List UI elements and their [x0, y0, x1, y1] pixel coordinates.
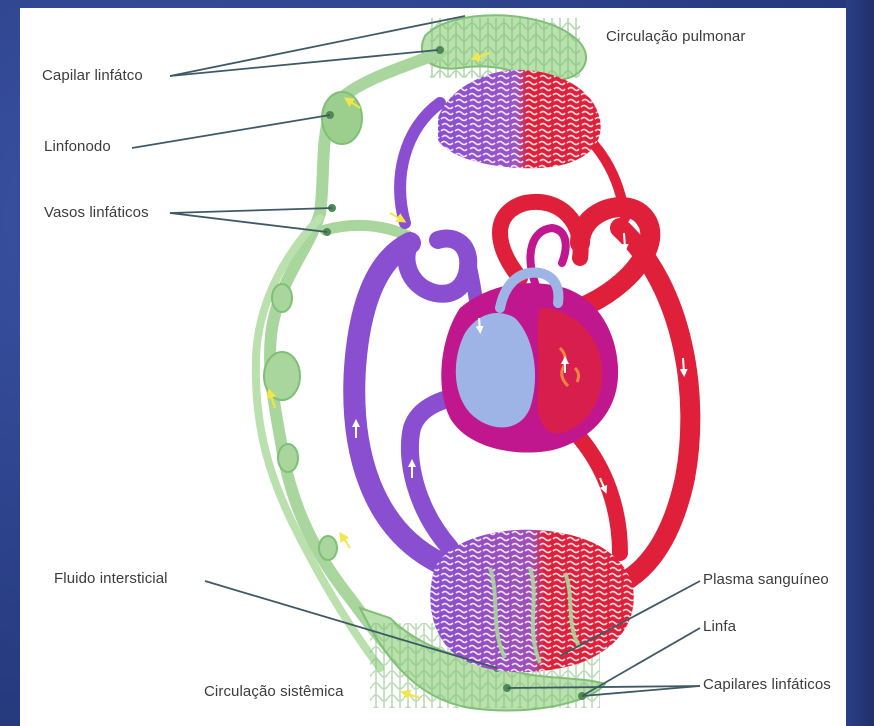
label-circulacao-sistemica: Circulação sistêmica	[204, 683, 344, 700]
label-linfonodo: Linfonodo	[44, 138, 111, 155]
right-background-strip	[846, 0, 874, 726]
lymph-node-middle	[264, 352, 300, 400]
systemic-capillary-bed	[430, 530, 633, 672]
label-capilares-linfaticos: Capilares linfáticos	[703, 676, 831, 693]
yellow-arrow-icon	[342, 536, 350, 548]
label-linfa: Linfa	[703, 618, 736, 635]
white-arrow-icon	[479, 318, 480, 330]
white-arrow-icon	[683, 358, 684, 373]
white-arrow-icon	[624, 233, 625, 248]
pulmonary-capillary-bed	[438, 70, 601, 168]
artery-inner-right	[580, 438, 620, 553]
label-circulacao-pulmonar: Circulação pulmonar	[606, 28, 745, 45]
vein-loop-top-left	[406, 239, 468, 294]
lymph-node-small-1	[272, 284, 292, 312]
lymph-node-small-3	[319, 536, 337, 560]
leader-vasos-2	[170, 213, 327, 232]
diagram-panel: Capilar linfátco Linfonodo Vasos linfáti…	[20, 8, 846, 726]
label-capilar-linfatico: Capilar linfátco	[42, 67, 143, 84]
lymph-net-texture	[430, 18, 580, 78]
lymph-node-small-2	[278, 444, 298, 472]
pulmonary-artery-left	[400, 103, 440, 223]
leader-capilar-1	[170, 16, 465, 76]
label-vasos-linfaticos: Vasos linfáticos	[44, 204, 149, 221]
leader-linfonodo	[132, 115, 330, 148]
lymph-branch-heart	[325, 225, 408, 236]
label-fluido-intersticial: Fluido intersticial	[54, 570, 168, 587]
label-plasma-sanguineo: Plasma sanguíneo	[703, 571, 829, 588]
lung-capillary-texture	[438, 70, 601, 168]
leader-vasos-1	[170, 208, 332, 213]
